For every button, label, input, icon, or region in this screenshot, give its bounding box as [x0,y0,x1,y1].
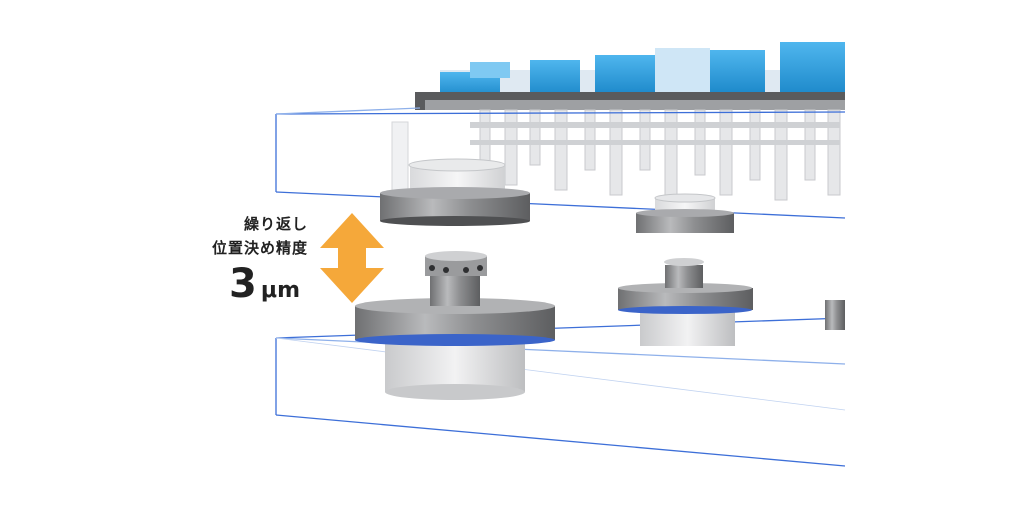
upper-locator-right [636,193,734,233]
lower-locator-far [825,300,845,330]
accuracy-number: 3 [229,261,257,307]
repeatability-label: 繰り返し [243,215,308,233]
upper-locator-left [380,158,530,226]
double-arrow [320,213,384,303]
accuracy-unit: μm [260,278,300,303]
upper-mold-assembly [415,42,845,201]
positioning-accuracy-label: 位置決め精度 [211,239,308,257]
guide-pin-ghost [391,121,409,193]
lower-locator-left [355,251,555,400]
upper-plate [275,107,846,219]
lower-locator-right [618,258,753,346]
